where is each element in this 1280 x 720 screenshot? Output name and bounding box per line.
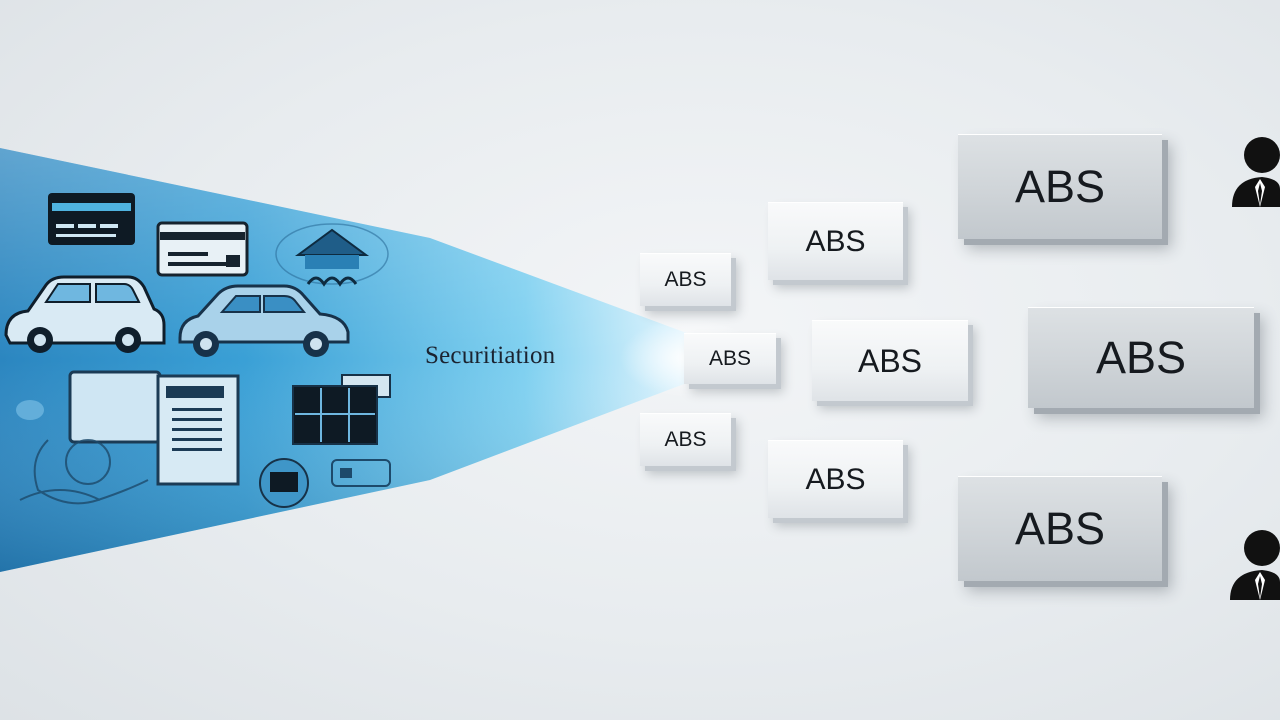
securitization-label: Securitiation	[425, 342, 556, 369]
abs-label: ABS	[857, 342, 923, 379]
abs-box-small-top: ABS	[640, 253, 731, 306]
abs-label: ABS	[664, 268, 707, 291]
car-icon	[4, 275, 166, 353]
chip-card-icon	[259, 458, 391, 508]
car-icon	[178, 284, 350, 357]
abs-label: ABS	[805, 462, 866, 496]
abs-box-large-bottom: ABS	[958, 476, 1162, 581]
investor-icon	[1230, 530, 1280, 600]
abs-box-large-middle: ABS	[1028, 307, 1254, 408]
abs-box-medium-bottom: ABS	[768, 440, 903, 518]
abs-box-large-top: ABS	[958, 134, 1162, 239]
abs-box-small-bottom: ABS	[640, 413, 731, 466]
abs-label: ABS	[708, 347, 752, 370]
credit-card-icon	[48, 193, 135, 245]
house-icon	[275, 223, 389, 287]
document-icon	[68, 370, 240, 486]
calculator-icon	[292, 374, 391, 445]
abs-label: ABS	[1014, 161, 1106, 212]
abs-box-small-middle: ABS	[684, 333, 776, 384]
person-icon	[16, 400, 149, 505]
abs-label: ABS	[1014, 503, 1106, 554]
abs-label: ABS	[664, 428, 707, 451]
abs-label: ABS	[805, 224, 866, 258]
abs-label: ABS	[1095, 332, 1187, 383]
abs-box-medium-top: ABS	[768, 202, 903, 280]
credit-card-icon	[156, 221, 249, 277]
abs-box-medium-middle: ABS	[812, 320, 968, 401]
investor-icon	[1232, 137, 1280, 207]
